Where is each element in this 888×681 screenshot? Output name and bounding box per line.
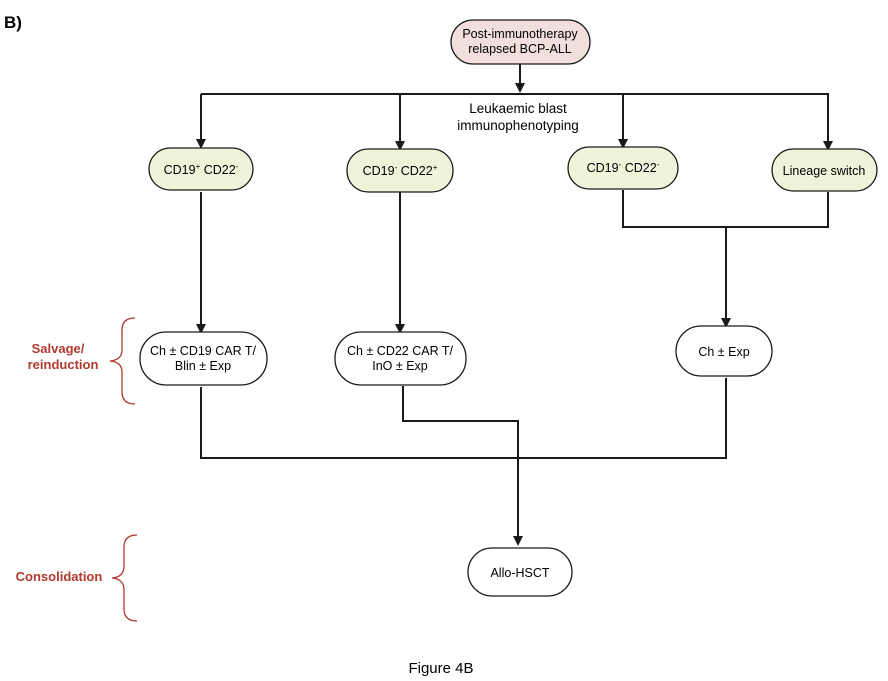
merge-p3-p4 [622, 190, 829, 228]
phenotype-3-label: CD19- CD22- [587, 160, 660, 175]
treatment-node-1: Ch ± CD19 CAR T/ Blin ± Exp [139, 331, 268, 386]
phenotype-4-label: Lineage switch [783, 164, 866, 178]
branch-label-line2: immunophenotyping [457, 118, 579, 133]
panel-label: B) [4, 13, 22, 32]
treatment-1-line1: Ch ± CD19 CAR T/ [150, 344, 256, 358]
branch-label: Leukaemic blast immunophenotyping [457, 101, 579, 133]
phenotype-1-label: CD19+ CD22- [164, 162, 239, 177]
phenotype-node-1: CD19+ CD22- [148, 147, 254, 191]
phenotype-node-4: Lineage switch [771, 148, 878, 192]
arrow-to-final [402, 386, 523, 546]
final-node-label: Allo-HSCT [490, 566, 549, 580]
final-node: Allo-HSCT [467, 547, 573, 597]
salvage-brace [109, 317, 136, 405]
consolidation-brace [111, 534, 138, 622]
treatment-node-2: Ch ± CD22 CAR T/ InO ± Exp [334, 331, 467, 386]
figure-caption: Figure 4B [408, 660, 473, 677]
connectors [196, 64, 833, 546]
top-node: Post-immunotherapy relapsed BCP-ALL [450, 19, 591, 65]
stage-consolidation: Consolidation [16, 534, 138, 622]
treatment-2-line2: InO ± Exp [372, 359, 428, 373]
treatment-1-line2: Blin ± Exp [175, 359, 231, 373]
branch-label-line1: Leukaemic blast [469, 101, 567, 116]
treatment-3-label: Ch ± Exp [698, 345, 749, 359]
stage-salvage-line2: reinduction [28, 357, 99, 372]
top-node-line2: relapsed BCP-ALL [468, 42, 572, 56]
top-node-line1: Post-immunotherapy [462, 27, 578, 41]
phenotype-2-label: CD19- CD22+ [363, 163, 438, 178]
stage-salvage: Salvage/ reinduction [28, 317, 136, 405]
join-bar-t1-t3 [200, 378, 727, 459]
stage-consolidation-label: Consolidation [16, 569, 103, 584]
treatment-2-line1: Ch ± CD22 CAR T/ [347, 344, 453, 358]
stage-salvage-line1: Salvage/ [32, 341, 85, 356]
phenotype-node-3: CD19- CD22- [567, 146, 679, 190]
phenotype-node-2: CD19- CD22+ [346, 148, 454, 193]
treatment-node-3: Ch ± Exp [675, 325, 773, 377]
